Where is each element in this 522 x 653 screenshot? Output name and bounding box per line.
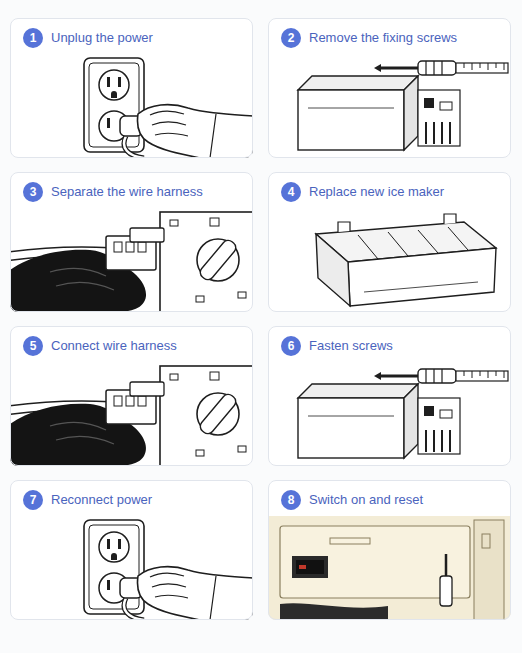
step-heading: Reconnect power bbox=[51, 490, 152, 510]
step-heading: Unplug the power bbox=[51, 28, 153, 48]
step-heading: Connect wire harness bbox=[51, 336, 177, 356]
step-heading: Switch on and reset bbox=[309, 490, 423, 510]
wire-harness-hand bbox=[10, 212, 253, 312]
step-panel: Remove the fixing screws 2 bbox=[268, 18, 511, 158]
step-heading: Remove the fixing screws bbox=[309, 28, 457, 48]
step-number-circle: 5 bbox=[23, 336, 43, 356]
step-number-circle: 7 bbox=[23, 490, 43, 510]
ice-maker-screwdriver bbox=[298, 61, 508, 150]
step-number-circle: 6 bbox=[281, 336, 301, 356]
step-panel: Reconnect power 7 bbox=[10, 480, 253, 620]
ice-maker-screwdriver bbox=[298, 369, 508, 458]
outlet-unplug bbox=[84, 58, 253, 158]
step-number-circle: 1 bbox=[23, 28, 43, 48]
step-number: 2 bbox=[288, 28, 295, 48]
outlet-plug-in bbox=[84, 520, 253, 620]
step-number-circle: 4 bbox=[281, 182, 301, 202]
step-number: 1 bbox=[30, 28, 37, 48]
step-heading: Fasten screws bbox=[309, 336, 393, 356]
step-number: 8 bbox=[288, 490, 295, 510]
step-number: 6 bbox=[288, 336, 295, 356]
step-panel: Connect wire harness 5 bbox=[10, 326, 253, 466]
step-number-circle: 2 bbox=[281, 28, 301, 48]
panel-grounds bbox=[10, 18, 511, 620]
step-number-circle: 8 bbox=[281, 490, 301, 510]
step-panel: Fasten screws 6 bbox=[268, 326, 511, 466]
step-number: 7 bbox=[30, 490, 37, 510]
ice-maker-tray bbox=[316, 214, 496, 306]
step-number: 5 bbox=[30, 336, 37, 356]
step-panel: Replace new ice maker 4 bbox=[268, 172, 511, 312]
step-heading: Replace new ice maker bbox=[309, 182, 444, 202]
step-number: 4 bbox=[288, 182, 295, 202]
step-panel: Separate the wire harness 3 bbox=[10, 172, 253, 312]
step-panel: Switch on and reset 8 bbox=[268, 480, 511, 620]
step-number: 3 bbox=[30, 182, 37, 202]
step-number-circle: 3 bbox=[23, 182, 43, 202]
control-switch bbox=[268, 516, 511, 620]
step-panel: Unplug the power 1 bbox=[10, 18, 253, 158]
step-heading: Separate the wire harness bbox=[51, 182, 203, 202]
wire-harness-hand bbox=[10, 366, 253, 466]
